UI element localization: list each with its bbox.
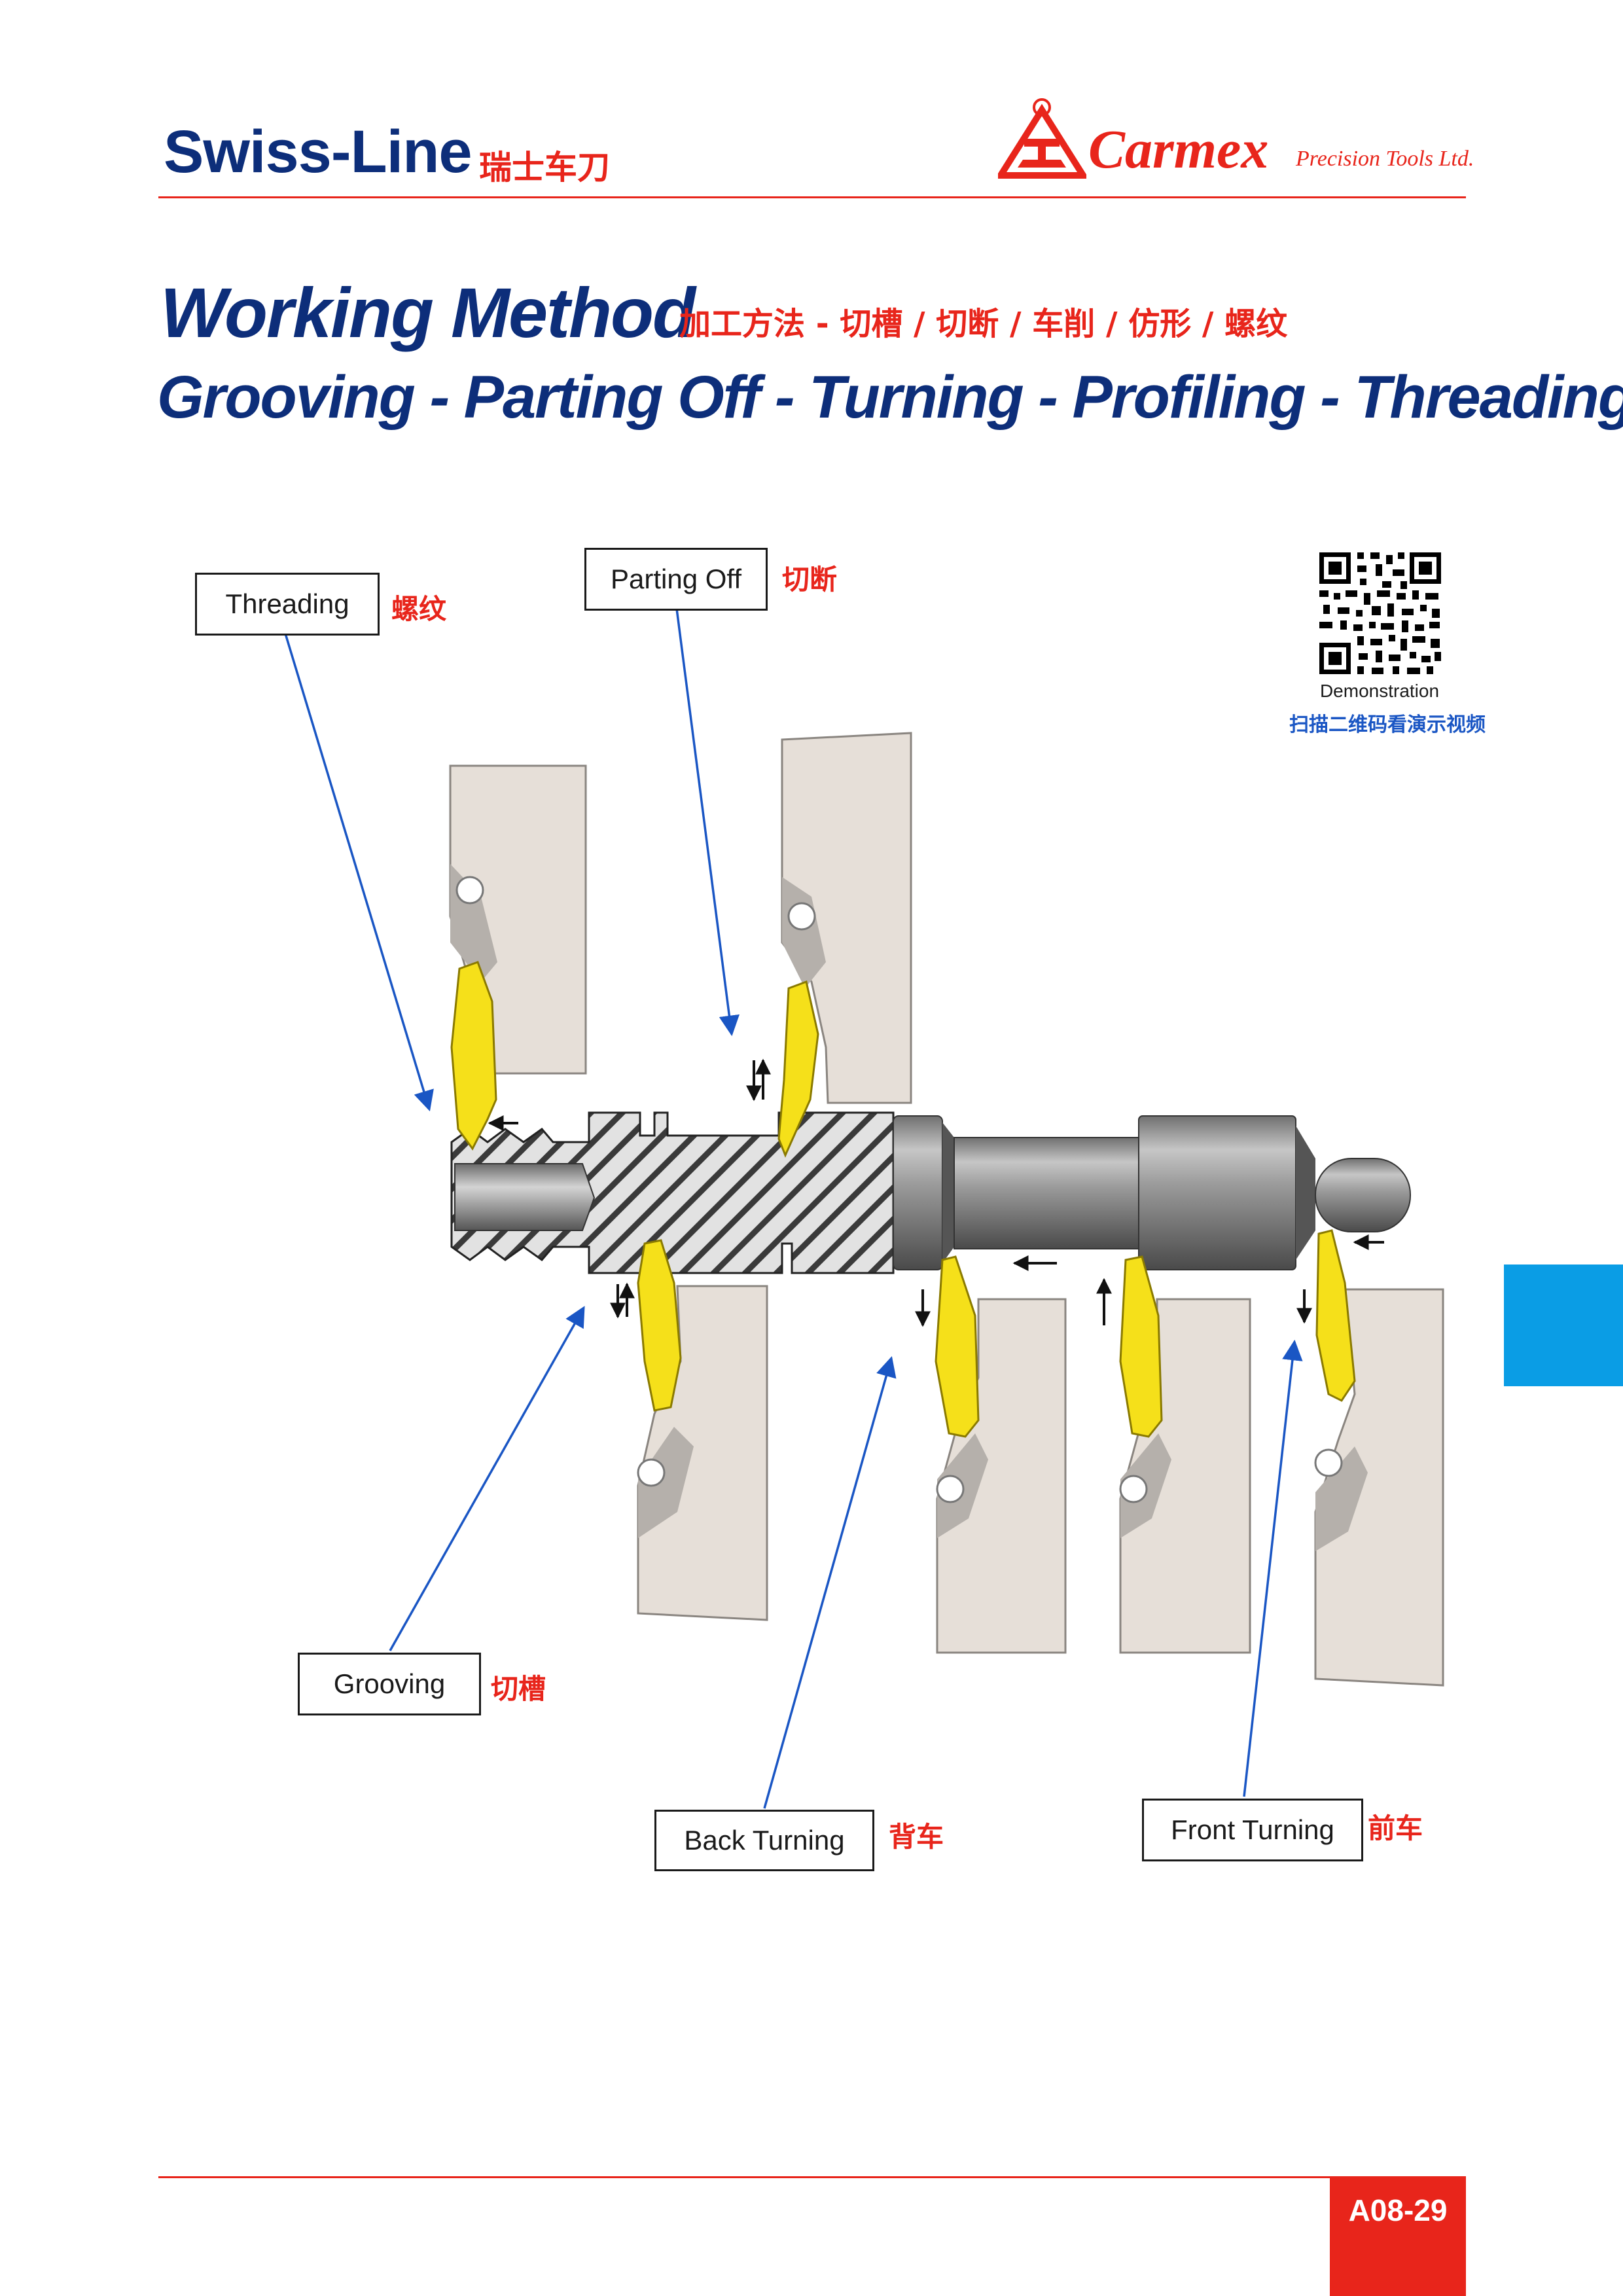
grooving-insert <box>637 1239 682 1412</box>
callout-grooving-cn: 切槽 <box>491 1673 546 1705</box>
method-title: Working Method <box>160 273 696 352</box>
header-subtitle-cn: 瑞士车刀 <box>479 149 610 187</box>
header-title: Swiss-Line <box>164 118 473 185</box>
carmex-logo-icon <box>998 98 1086 179</box>
callout-grooving: Grooving <box>298 1653 481 1715</box>
qr-code-icon[interactable] <box>1317 550 1444 677</box>
back-turning-holder <box>936 1298 1067 1654</box>
callout-parting-off: Parting Off <box>584 548 768 611</box>
brand-tagline: Precision Tools Ltd. <box>1296 147 1474 171</box>
callout-threading: Threading <box>195 573 380 636</box>
page-number: A08-29 <box>1348 2193 1448 2227</box>
page-number-badge: A08-29 <box>1330 2178 1466 2296</box>
callout-front-turning: Front Turning <box>1142 1799 1363 1861</box>
callout-leaders <box>284 608 1303 1809</box>
callout-back-turning-cn: 背车 <box>889 1821 944 1853</box>
header-divider <box>158 196 1466 198</box>
profiling-holder <box>1119 1298 1251 1654</box>
carbide-inserts <box>450 961 1356 1438</box>
method-operations: Grooving - Parting Off - Turning - Profi… <box>157 364 1623 431</box>
callout-back-turning: Back Turning <box>654 1810 874 1871</box>
method-title-cn: 加工方法 - 切槽 / 切断 / 车削 / 仿形 / 螺纹 <box>679 306 1288 342</box>
profiling-insert <box>1119 1255 1163 1438</box>
parting-insert <box>777 980 819 1158</box>
callout-parting-off-cn: 切断 <box>782 564 838 596</box>
motion-arrows <box>488 1058 1384 1327</box>
front-turning-insert <box>1315 1229 1356 1402</box>
callout-threading-cn: 螺纹 <box>391 593 447 625</box>
qr-caption-cn: 扫描二维码看演示视频 <box>1289 713 1486 736</box>
workpiece <box>450 1111 1411 1274</box>
back-turning-insert <box>935 1255 980 1438</box>
footer-divider <box>158 2176 1466 2178</box>
threading-insert <box>450 961 497 1151</box>
qr-caption: Demonstration <box>1319 681 1440 701</box>
front-turning-holder <box>1314 1288 1444 1687</box>
callout-front-turning-cn: 前车 <box>1368 1812 1423 1844</box>
section-side-tab <box>1504 1265 1623 1386</box>
brand-logo: Carmex Precision Tools Ltd. <box>998 98 1476 183</box>
parting-holder <box>781 732 912 1104</box>
brand-name: Carmex <box>1088 119 1269 180</box>
